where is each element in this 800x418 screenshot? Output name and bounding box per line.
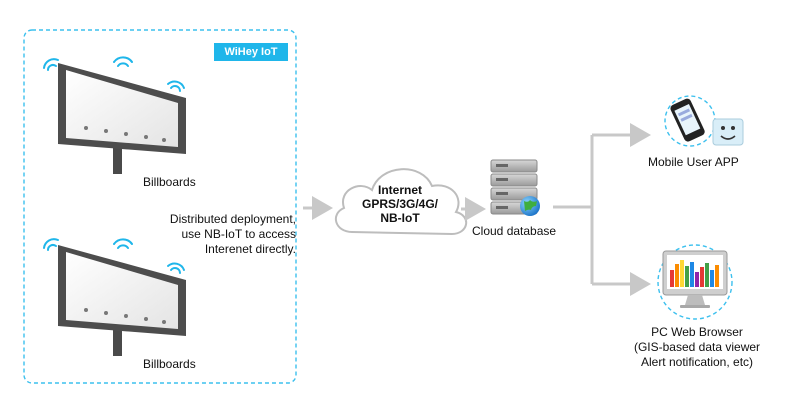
phone-icon — [670, 98, 705, 142]
wifi-icon — [167, 262, 185, 274]
pc-line: PC Web Browser — [651, 325, 743, 339]
deployment-line: Interenet directly. — [204, 242, 296, 256]
group-border — [23, 29, 297, 384]
billboard-top-label: Billboards — [143, 175, 196, 189]
wifi-icon — [43, 238, 59, 251]
wifi-icon — [113, 238, 133, 249]
pc-label: PC Web Browser (GIS-based data viewer Al… — [632, 325, 762, 370]
mobile-label: Mobile User APP — [648, 155, 739, 169]
cloud-line: Internet — [377, 183, 422, 197]
pc-dashed-circle — [657, 244, 733, 320]
database-label: Cloud database — [472, 224, 557, 238]
globe-icon — [520, 196, 540, 216]
cloud-line: NB-IoT — [380, 211, 420, 225]
branch-arrows — [553, 123, 651, 296]
wihey-iot-tag: WiHey IoT — [214, 43, 288, 61]
wifi-icon — [43, 58, 59, 71]
chart-bars-icon — [670, 260, 719, 287]
deployment-line: use NB-IoT to access — [181, 227, 297, 241]
deployment-line: Distributed deployment, — [169, 212, 296, 226]
monitor-icon — [662, 250, 728, 308]
pc-line: (GIS-based data viewer — [633, 340, 761, 354]
cloud-icon — [334, 168, 467, 236]
smiley-icon — [712, 118, 744, 146]
billboard-bottom — [43, 238, 186, 356]
billboard-bottom-label: Billboards — [143, 357, 196, 371]
wifi-icon — [113, 56, 133, 67]
cloud-label: Internet GPRS/3G/4G/ NB-IoT — [352, 183, 448, 225]
billboard-top — [43, 56, 186, 174]
wifi-icon — [167, 80, 185, 92]
deployment-text: Distributed deployment, use NB-IoT to ac… — [170, 212, 296, 257]
pc-line: Alert notification, etc) — [640, 355, 754, 369]
cloud-line: GPRS/3G/4G/ — [361, 197, 439, 211]
